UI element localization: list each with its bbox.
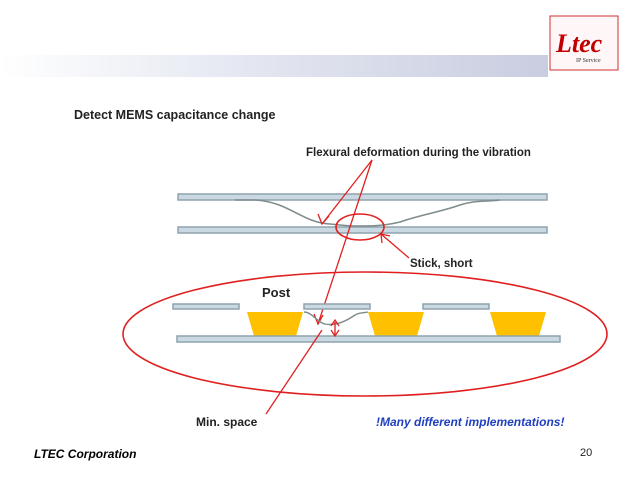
min-space-arrowhead-up xyxy=(330,318,340,327)
stick-pointer xyxy=(380,233,410,259)
flexural-pointer-1 xyxy=(321,159,373,225)
logo-subtext: IP Service xyxy=(576,58,601,64)
stick-arrowhead xyxy=(380,233,391,244)
stick-label: Stick, short xyxy=(410,258,473,270)
flexural-pointer-2 xyxy=(317,159,373,325)
slide-heading: Detect MEMS capacitance change xyxy=(74,108,276,122)
page-number: 20 xyxy=(580,447,593,459)
substrate-plate xyxy=(176,335,561,343)
flexural-arrowhead-1 xyxy=(317,213,330,226)
segment-plate-3 xyxy=(422,303,490,310)
min-space-label: Min. space xyxy=(196,415,258,429)
flexural-label: Flexural deformation during the vibratio… xyxy=(306,147,531,159)
post-1 xyxy=(247,312,303,336)
deformed-membrane-upper xyxy=(235,199,501,227)
header-gradient-band xyxy=(0,55,548,77)
stick-highlight-ellipse xyxy=(335,213,385,241)
post-3 xyxy=(490,312,546,336)
ltec-logo: Ltec IP Service xyxy=(549,15,619,71)
lower-structure-ellipse xyxy=(122,271,608,397)
post-label: Post xyxy=(262,285,291,300)
segment-plate-1 xyxy=(172,303,240,310)
top-plate-upper xyxy=(177,193,548,201)
company-footer: LTEC Corporation xyxy=(34,447,137,461)
logo-text: Ltec xyxy=(555,29,603,58)
min-space-arrowhead-down xyxy=(330,329,340,338)
top-plate-lower xyxy=(177,226,548,234)
many-implementations-label: !Many different implementations! xyxy=(376,415,565,429)
deformed-membrane-lower xyxy=(303,311,369,326)
min-space-pointer xyxy=(265,329,323,415)
segment-plate-2 xyxy=(303,303,371,310)
post-2 xyxy=(368,312,424,336)
